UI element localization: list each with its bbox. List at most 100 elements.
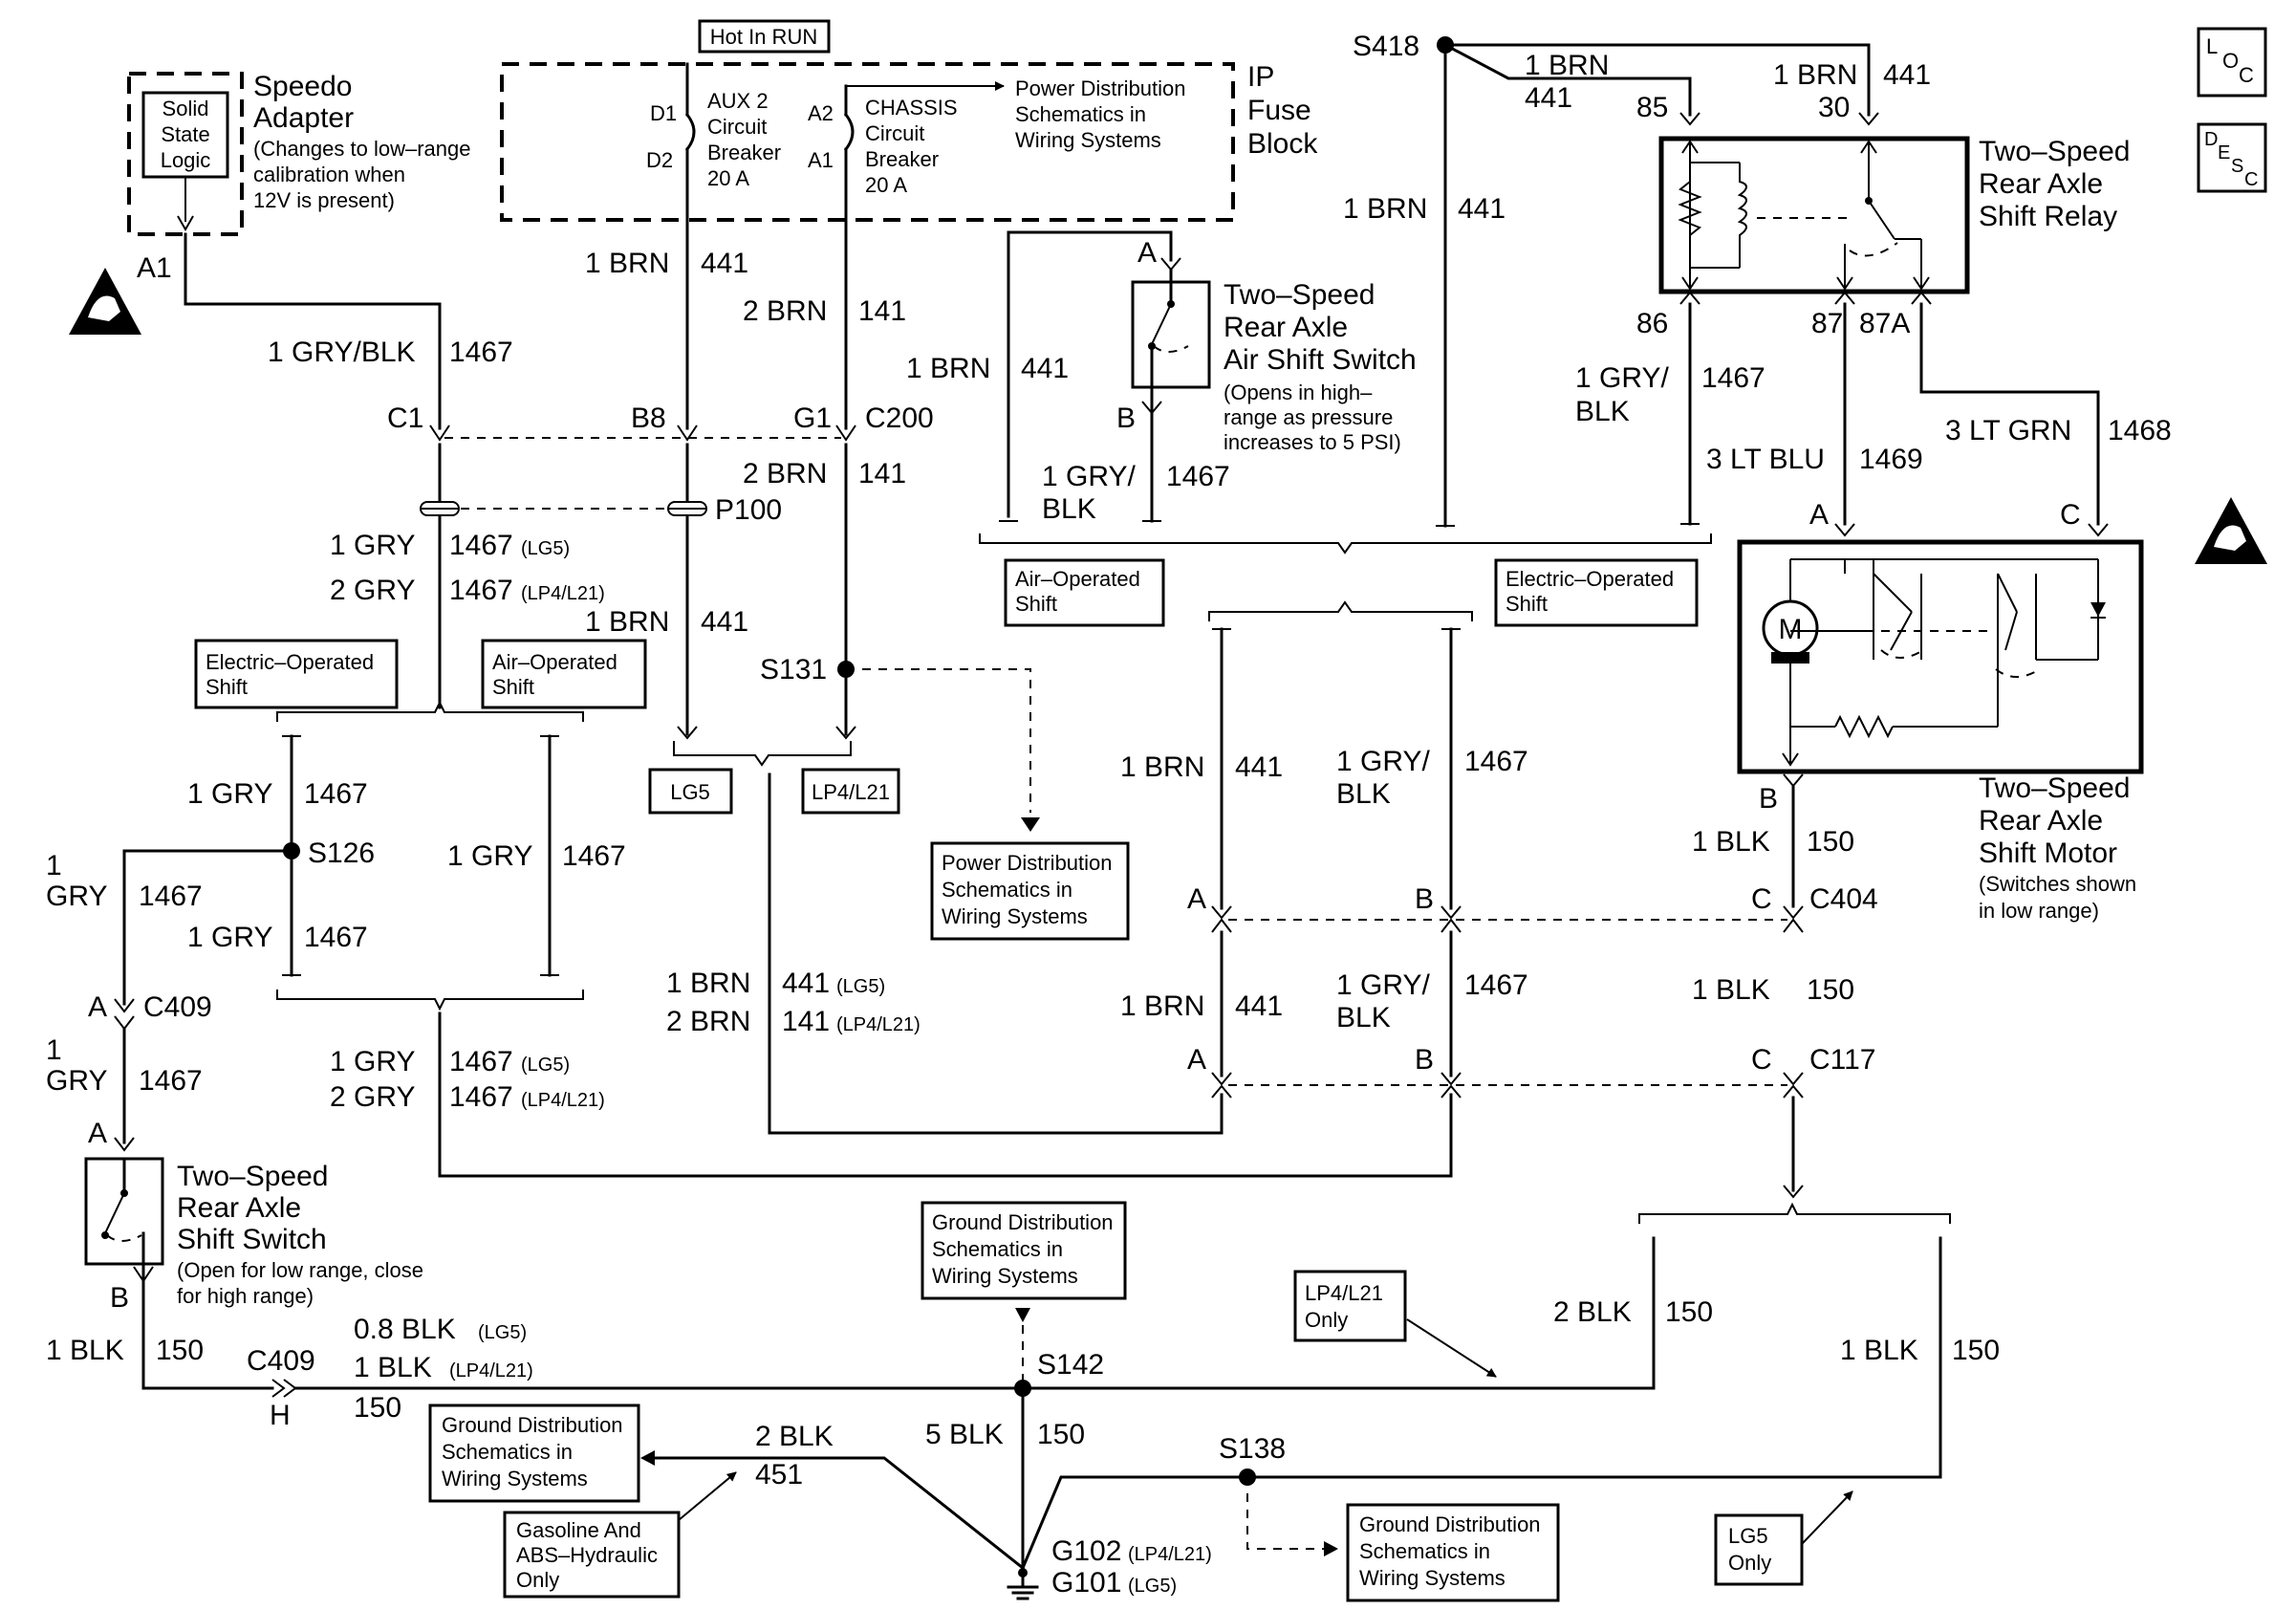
- svg-text:Schematics in: Schematics in: [1015, 102, 1146, 126]
- svg-text:C409: C409: [143, 991, 212, 1023]
- description-icon[interactable]: D E S C: [2197, 122, 2267, 193]
- svg-text:1467: 1467: [562, 840, 626, 872]
- svg-text:G101: G101: [1051, 1567, 1121, 1599]
- svg-text:(LP4/L21): (LP4/L21): [1128, 1544, 1212, 1565]
- svg-text:Wiring Systems: Wiring Systems: [442, 1467, 588, 1490]
- svg-text:A: A: [88, 1118, 107, 1149]
- svg-text:1467: 1467: [1701, 362, 1765, 394]
- svg-text:C1: C1: [387, 402, 423, 434]
- svg-text:B: B: [1415, 883, 1434, 915]
- svg-text:1 GRY/: 1 GRY/: [1336, 969, 1430, 1001]
- svg-text:1: 1: [46, 850, 62, 881]
- svg-text:150: 150: [354, 1392, 401, 1424]
- svg-text:0.8 BLK: 0.8 BLK: [354, 1314, 456, 1345]
- svg-text:1 BLK: 1 BLK: [1840, 1335, 1918, 1366]
- shift-switch: Two–Speed Rear Axle Shift Switch (Open f…: [84, 1157, 423, 1314]
- svg-text:S418: S418: [1353, 31, 1419, 62]
- svg-text:Logic: Logic: [161, 148, 211, 172]
- svg-text:1468: 1468: [2108, 415, 2172, 446]
- svg-text:Gasoline And: Gasoline And: [516, 1518, 641, 1542]
- svg-text:150: 150: [1665, 1296, 1713, 1328]
- svg-text:1 BRN: 1 BRN: [1120, 990, 1204, 1022]
- svg-text:ABS–Hydraulic: ABS–Hydraulic: [516, 1543, 658, 1567]
- svg-text:1 GRY: 1 GRY: [187, 778, 273, 810]
- svg-text:1467: 1467: [139, 1065, 203, 1097]
- svg-text:B: B: [1415, 1044, 1434, 1076]
- svg-text:(LP4/L21): (LP4/L21): [521, 583, 605, 604]
- svg-text:calibration when: calibration when: [253, 163, 405, 186]
- svg-text:A: A: [1809, 499, 1829, 531]
- svg-text:Only: Only: [1305, 1308, 1348, 1332]
- svg-text:1467: 1467: [1464, 969, 1528, 1001]
- svg-text:B8: B8: [631, 402, 666, 434]
- svg-text:Air Shift Switch: Air Shift Switch: [1224, 344, 1417, 376]
- svg-text:Wiring Systems: Wiring Systems: [1015, 128, 1161, 152]
- svg-text:BLK: BLK: [1336, 1002, 1391, 1033]
- esd-warning-icon: [69, 268, 141, 335]
- svg-text:1 BRN: 1 BRN: [666, 968, 750, 999]
- svg-text:1 GRY/: 1 GRY/: [1575, 362, 1669, 394]
- svg-text:1 BRN: 1 BRN: [585, 606, 669, 638]
- svg-text:441: 441: [1235, 990, 1283, 1022]
- svg-text:1467: 1467: [1166, 461, 1230, 492]
- svg-text:Solid: Solid: [162, 97, 209, 120]
- location-icon[interactable]: L O C: [2197, 27, 2267, 98]
- svg-text:Rear Axle: Rear Axle: [177, 1192, 301, 1224]
- svg-text:(Open for low range, close: (Open for low range, close: [177, 1258, 423, 1282]
- svg-text:C: C: [2060, 499, 2081, 531]
- svg-text:441: 441: [1883, 59, 1931, 91]
- svg-text:451: 451: [755, 1459, 803, 1490]
- svg-text:150: 150: [1952, 1335, 2000, 1366]
- svg-text:(Switches shown: (Switches shown: [1979, 872, 2136, 896]
- svg-text:1 GRY/BLK: 1 GRY/BLK: [268, 337, 416, 368]
- svg-text:(LG5): (LG5): [521, 538, 570, 559]
- svg-text:1 BRN: 1 BRN: [1773, 59, 1857, 91]
- svg-text:C409: C409: [247, 1345, 315, 1377]
- svg-text:Shift: Shift: [1505, 592, 1548, 616]
- svg-text:1467: 1467: [304, 778, 368, 810]
- svg-text:2 BRN: 2 BRN: [743, 295, 827, 327]
- svg-text:Wiring Systems: Wiring Systems: [942, 904, 1088, 928]
- svg-text:1 BRN: 1 BRN: [585, 248, 669, 279]
- svg-text:Schematics in: Schematics in: [1359, 1539, 1490, 1563]
- svg-text:C200: C200: [865, 402, 934, 434]
- svg-text:Schematics in: Schematics in: [942, 878, 1072, 902]
- svg-text:1 GRY: 1 GRY: [187, 922, 273, 953]
- svg-text:30: 30: [1818, 92, 1850, 123]
- svg-text:LG5: LG5: [670, 780, 710, 804]
- svg-text:Shift Relay: Shift Relay: [1979, 201, 2117, 232]
- svg-text:Two–Speed: Two–Speed: [177, 1161, 328, 1192]
- svg-text:Schematics in: Schematics in: [442, 1440, 573, 1464]
- svg-text:A1: A1: [137, 252, 172, 284]
- svg-text:increases to 5 PSI): increases to 5 PSI): [1224, 430, 1401, 454]
- svg-text:Hot In RUN: Hot In RUN: [710, 25, 817, 49]
- svg-text:141: 141: [782, 1006, 830, 1037]
- svg-text:Electric–Operated: Electric–Operated: [206, 650, 374, 674]
- svg-text:range as pressure: range as pressure: [1224, 405, 1393, 429]
- svg-text:87A: 87A: [1859, 308, 1910, 339]
- svg-text:C: C: [1751, 883, 1772, 915]
- svg-text:2 BLK: 2 BLK: [1553, 1296, 1632, 1328]
- svg-text:3 LT BLU: 3 LT BLU: [1706, 444, 1825, 475]
- svg-text:G1: G1: [793, 402, 832, 434]
- air-shift-switch: A 1 BRN 441 B Two–Speed Rear Axle Air Sh…: [906, 230, 1878, 1199]
- svg-text:Circuit: Circuit: [707, 115, 767, 139]
- svg-text:150: 150: [1807, 826, 1854, 858]
- svg-text:1469: 1469: [1859, 444, 1923, 475]
- svg-text:1467: 1467: [449, 1046, 513, 1077]
- svg-text:2 BRN: 2 BRN: [743, 458, 827, 490]
- svg-text:86: 86: [1636, 308, 1668, 339]
- svg-text:(LG5): (LG5): [1128, 1576, 1177, 1597]
- svg-text:Two–Speed: Two–Speed: [1224, 279, 1375, 311]
- svg-text:1467: 1467: [304, 922, 368, 953]
- svg-text:Two–Speed: Two–Speed: [1979, 772, 2130, 804]
- svg-text:(Changes to low–range: (Changes to low–range: [253, 137, 470, 161]
- svg-text:A: A: [1137, 237, 1157, 269]
- svg-text:1 BRN: 1 BRN: [1525, 50, 1609, 81]
- svg-text:S: S: [2231, 156, 2243, 177]
- svg-text:441: 441: [1458, 193, 1505, 225]
- svg-text:D1: D1: [650, 101, 677, 125]
- svg-text:1 BLK: 1 BLK: [46, 1335, 124, 1366]
- svg-text:LP4/L21: LP4/L21: [812, 780, 890, 804]
- svg-text:(LG5): (LG5): [478, 1322, 527, 1343]
